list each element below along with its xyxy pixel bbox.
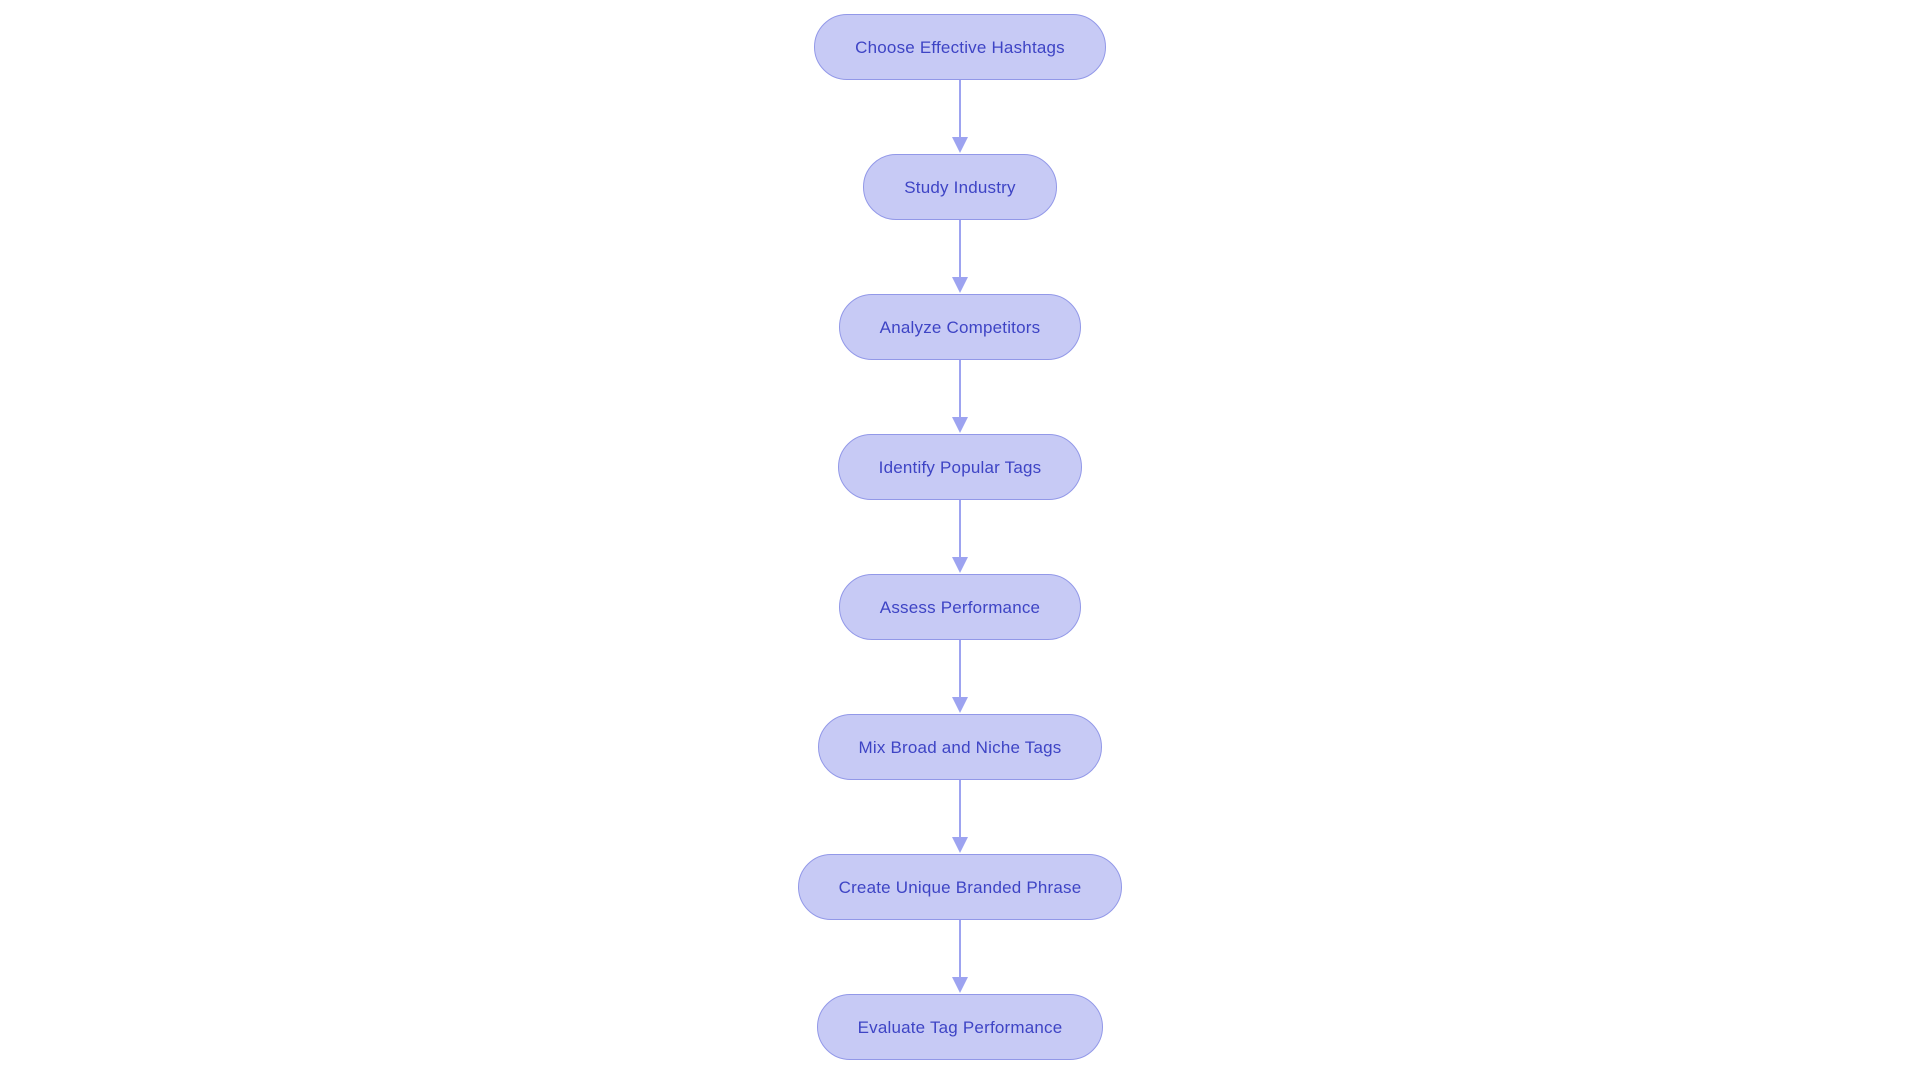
arrow-line [959,780,961,837]
arrowhead-down-icon [952,137,968,153]
flowchart-node-n3: Analyze Competitors [838,294,1082,360]
node-label: Choose Effective Hashtags [855,37,1065,57]
arrow-line [959,220,961,277]
arrow-line [959,640,961,697]
arrowhead-down-icon [952,417,968,433]
node-label: Analyze Competitors [879,317,1041,337]
flow-arrow-n7-n8 [951,920,969,994]
flow-arrow-n1-n2 [951,80,969,154]
node-label: Assess Performance [879,597,1041,617]
arrowhead-down-icon [952,557,968,573]
arrowhead-down-icon [952,977,968,993]
arrowhead-down-icon [952,277,968,293]
flow-arrow-n4-n5 [951,500,969,574]
node-label: Create Unique Branded Phrase [838,877,1082,897]
arrow-line [959,500,961,557]
arrowhead-down-icon [952,837,968,853]
node-label: Study Industry [904,177,1016,197]
flow-arrow-n3-n4 [951,360,969,434]
arrowhead-down-icon [952,697,968,713]
node-label: Identify Popular Tags [878,457,1042,477]
flow-arrow-n6-n7 [951,780,969,854]
flow-arrow-n2-n3 [951,220,969,294]
arrow-line [959,360,961,417]
flowchart-node-n8: Evaluate Tag Performance [816,994,1104,1060]
arrow-line [959,920,961,977]
node-label: Evaluate Tag Performance [857,1017,1063,1037]
flowchart-node-n1: Choose Effective Hashtags [814,14,1106,80]
flowchart-node-n2: Study Industry [863,154,1057,220]
flowchart-node-n5: Assess Performance [838,574,1082,640]
arrow-line [959,80,961,137]
flowchart-node-n4: Identify Popular Tags [837,434,1083,500]
flowchart-node-n6: Mix Broad and Niche Tags [817,714,1103,780]
flowchart-node-n7: Create Unique Branded Phrase [797,854,1123,920]
node-label: Mix Broad and Niche Tags [858,737,1062,757]
flow-arrow-n5-n6 [951,640,969,714]
